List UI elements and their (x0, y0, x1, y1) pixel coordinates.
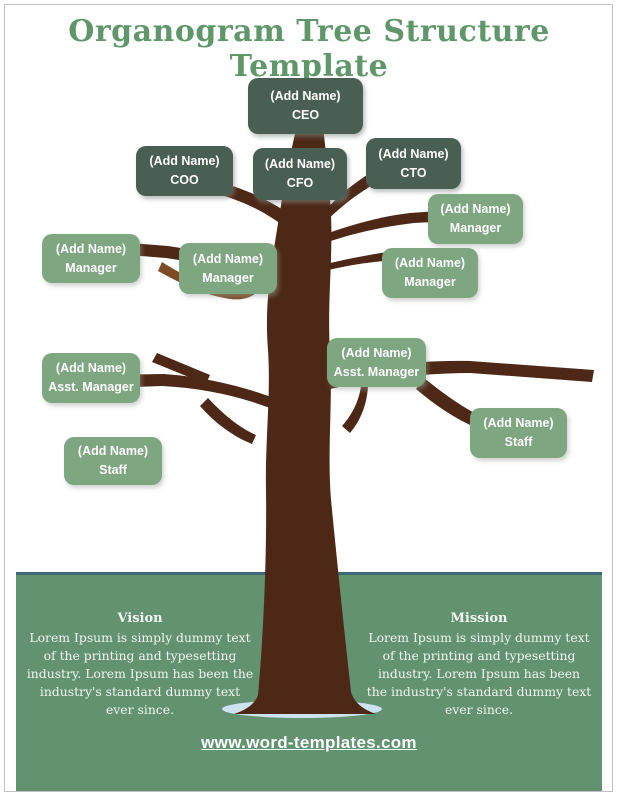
node-name-placeholder: (Add Name) (149, 154, 220, 168)
node-name-placeholder: (Add Name) (192, 251, 264, 266)
org-node-asst-manager-left[interactable]: (Add Name) Asst. Manager (42, 353, 140, 403)
node-role-label: Asst. Manager (48, 380, 134, 394)
org-node-manager-left-outer[interactable]: (Add Name) Manager (42, 234, 140, 283)
node-role-label: COO (170, 173, 199, 187)
org-node-manager-right-top[interactable]: (Add Name) Manager (428, 194, 523, 244)
node-name-placeholder: (Add Name) (378, 146, 449, 161)
node-role-label: CEO (291, 108, 320, 122)
node-role-label: Manager (449, 221, 502, 235)
mission-heading: Mission (450, 611, 508, 626)
node-name-placeholder: (Add Name) (483, 416, 554, 430)
org-node-cfo[interactable]: (Add Name) CFO (253, 148, 347, 200)
node-role-label: Staff (504, 435, 533, 449)
node-role-label: CTO (400, 165, 427, 180)
node-role-label: Asst. Manager (333, 364, 420, 379)
vision-heading: Vision (117, 611, 163, 626)
node-role-label: Manager (202, 270, 254, 285)
website-row: www.word-templates.com (16, 733, 602, 753)
website-link[interactable]: www.word-templates.com (201, 733, 417, 752)
node-role-label: Staff (99, 463, 127, 477)
org-node-coo[interactable]: (Add Name) COO (136, 146, 233, 196)
org-node-staff-left[interactable]: (Add Name) Staff (64, 437, 162, 485)
node-role-label: CFO (286, 176, 314, 190)
mission-section: Mission Lorem Ipsum is simply dummy text… (366, 611, 592, 719)
mission-body: Lorem Ipsum is simply dummy text of the … (366, 630, 592, 717)
vision-body: Lorem Ipsum is simply dummy text of the … (26, 630, 254, 717)
org-node-staff-right[interactable]: (Add Name) Staff (470, 408, 567, 458)
node-name-placeholder: (Add Name) (55, 241, 127, 256)
org-node-manager-right-mid[interactable]: (Add Name) Manager (382, 248, 478, 298)
node-name-placeholder: (Add Name) (394, 256, 466, 270)
node-name-placeholder: (Add Name) (55, 361, 127, 375)
node-name-placeholder: (Add Name) (270, 89, 341, 103)
node-name-placeholder: (Add Name) (77, 444, 149, 458)
node-name-placeholder: (Add Name) (341, 345, 412, 360)
node-name-placeholder: (Add Name) (264, 157, 336, 171)
node-name-placeholder: (Add Name) (440, 202, 511, 216)
node-role-label: Manager (404, 275, 456, 289)
page-title: Organogram Tree Structure Template (68, 14, 550, 84)
org-node-manager-left-inner[interactable]: (Add Name) Manager (179, 243, 277, 294)
org-node-asst-manager-right[interactable]: (Add Name) Asst. Manager (327, 338, 426, 387)
org-node-cto[interactable]: (Add Name) CTO (366, 138, 461, 189)
org-node-ceo[interactable]: (Add Name) CEO (248, 78, 363, 134)
node-role-label: Manager (65, 260, 117, 275)
vision-section: Vision Lorem Ipsum is simply dummy text … (26, 611, 254, 719)
